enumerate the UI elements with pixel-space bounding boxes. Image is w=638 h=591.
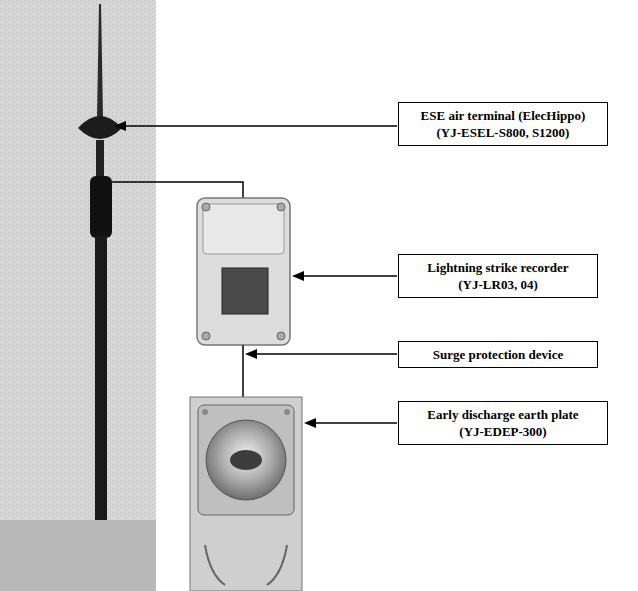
- model-number: (YJ-LR03, 04): [405, 276, 591, 293]
- label-box: Surge protection device: [398, 341, 598, 368]
- label-box: Early discharge earth plate(YJ-EDEP-300): [398, 401, 608, 445]
- model-number: (YJ-ESEL-S800, S1200): [405, 124, 601, 141]
- part-name: ESE air terminal (ElecHippo): [405, 107, 601, 124]
- model-number: (YJ-EDEP-300): [405, 423, 601, 440]
- part-name: Surge protection device: [405, 346, 591, 363]
- label-box: ESE air terminal (ElecHippo)(YJ-ESEL-S80…: [398, 102, 608, 146]
- label-box: Lightning strike recorder(YJ-LR03, 04): [398, 254, 598, 298]
- part-name: Early discharge earth plate: [405, 406, 601, 423]
- part-name: Lightning strike recorder: [405, 259, 591, 276]
